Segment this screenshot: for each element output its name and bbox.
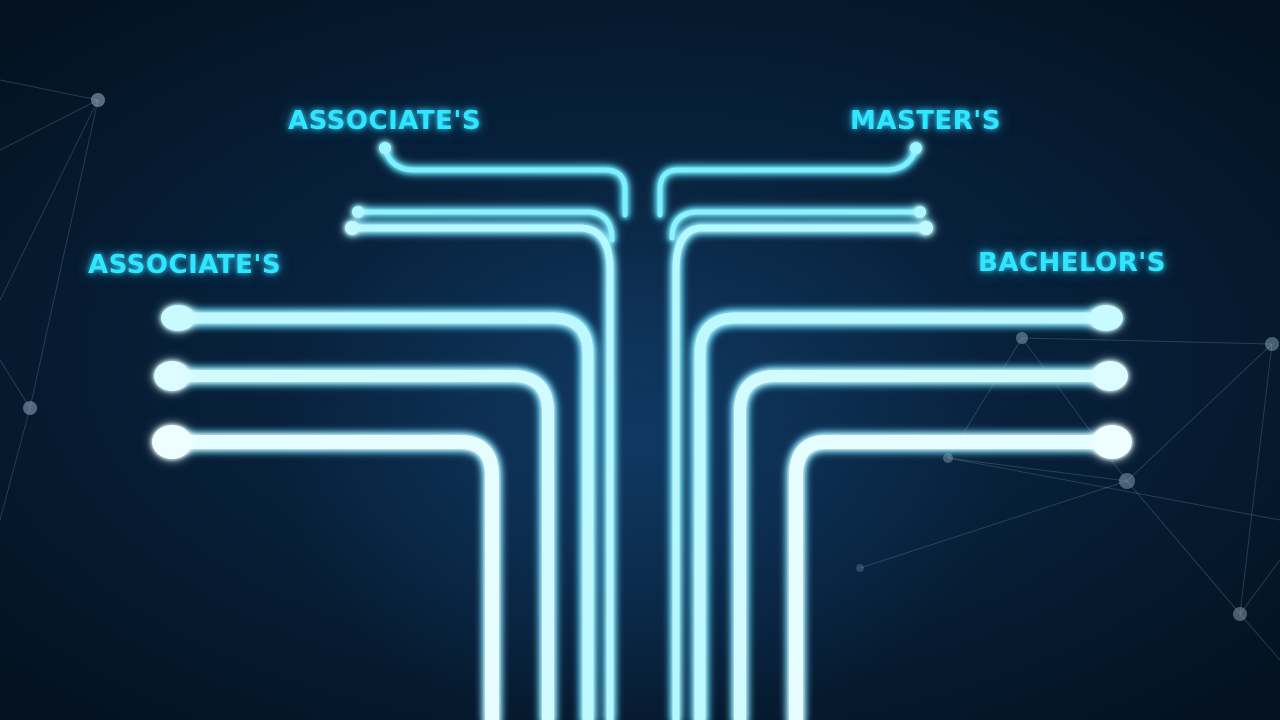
terminal-node-icon xyxy=(910,142,922,154)
circuit-trace-icon xyxy=(170,312,594,720)
circuit-trace-icon xyxy=(789,435,1121,720)
terminal-node-icon xyxy=(152,425,192,459)
circuit-trace-icon xyxy=(672,224,930,720)
network-node-icon xyxy=(1233,607,1247,621)
terminal-node-icon xyxy=(379,142,391,154)
circuit-trace-icon xyxy=(163,435,499,720)
circuit-trace-icon xyxy=(657,145,919,218)
network-node-icon xyxy=(1265,337,1279,351)
terminal-node-icon xyxy=(345,221,359,235)
circuit-trace-icon xyxy=(164,370,554,720)
terminal-node-icon xyxy=(919,221,933,235)
label-associates-top: ASSOCIATE'S xyxy=(288,106,482,136)
circuit-trace-icon xyxy=(734,370,1118,720)
terminal-node-icon xyxy=(352,206,364,218)
terminal-node-icon xyxy=(1092,361,1128,391)
terminal-node-icon xyxy=(914,206,926,218)
circuit-trace-icon xyxy=(355,209,615,243)
circuit-traces xyxy=(163,145,1121,720)
label-associates-left: ASSOCIATE'S xyxy=(88,250,282,280)
circuit-trace-icon xyxy=(669,209,923,241)
network-node-icon xyxy=(1119,473,1135,489)
label-bachelors: BACHELOR'S xyxy=(978,248,1166,278)
network-node-icon xyxy=(943,453,953,463)
network-node-icon xyxy=(1016,332,1028,344)
terminal-node-icon xyxy=(1092,425,1132,459)
network-lines xyxy=(0,79,1280,661)
trace-terminals xyxy=(152,142,1132,459)
terminal-node-icon xyxy=(161,305,195,331)
network-nodes xyxy=(23,93,1279,621)
network-node-icon xyxy=(23,401,37,415)
circuit-trace-icon xyxy=(694,312,1114,720)
terminal-node-icon xyxy=(154,361,190,391)
circuit-traces-glow xyxy=(159,143,1125,720)
circuit-trace-icon xyxy=(348,224,614,720)
circuit-trace-icon xyxy=(382,145,628,218)
network-node-icon xyxy=(91,93,105,107)
label-masters: MASTER'S xyxy=(850,106,1001,136)
network-node-icon xyxy=(856,564,864,572)
terminal-node-icon xyxy=(1089,305,1123,331)
